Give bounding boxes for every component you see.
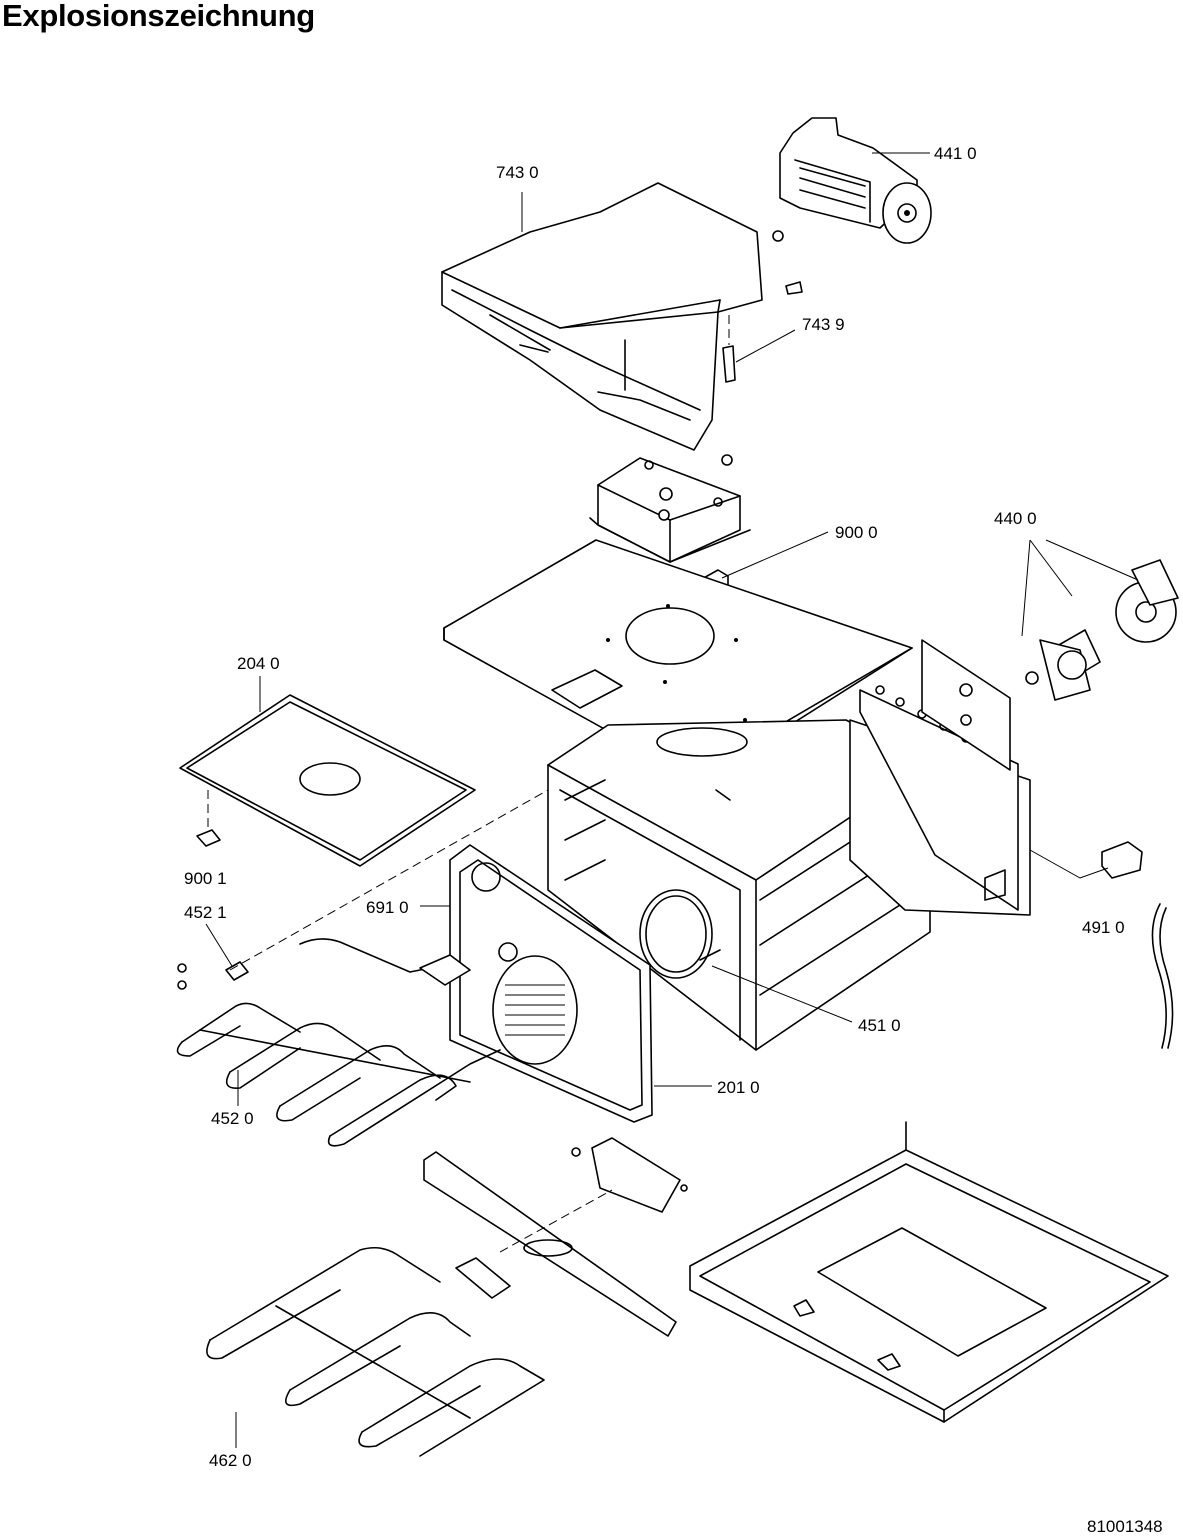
label-452-1: 452 1 (184, 903, 227, 922)
air-duct-cover-icon (441, 182, 763, 451)
motor-housing-box-icon (589, 454, 751, 563)
label-451-0: 451 0 (858, 1016, 901, 1035)
mounting-bracket-icon (571, 1137, 688, 1213)
label-204-0: 204 0 (237, 654, 280, 673)
oven-floor-plate-icon (179, 694, 476, 867)
terminal-block-cable-icon (1101, 841, 1174, 1049)
clip-icon (177, 961, 249, 990)
screw-icon (722, 230, 803, 383)
bottom-heating-element-icon (206, 1246, 545, 1457)
label-462-0: 462 0 (209, 1451, 252, 1470)
convection-fan-motor-icon (1025, 559, 1179, 701)
rear-panel-icon (849, 685, 1031, 916)
fan-bracket-icon (921, 639, 1011, 771)
label-440-0: 440 0 (994, 509, 1037, 528)
grill-heating-element-icon (176, 938, 501, 1147)
label-691-0: 691 0 (366, 898, 409, 917)
bottom-tray-icon (689, 1121, 1169, 1423)
label-201-0: 201 0 (717, 1078, 760, 1097)
label-441-0: 441 0 (934, 144, 977, 163)
label-900-0: 900 0 (835, 523, 878, 542)
bottom-rail-icon (423, 1151, 677, 1337)
back-panel-icon (449, 844, 653, 1123)
label-900-1: 900 1 (184, 869, 227, 888)
label-743-0: 743 0 (496, 163, 539, 182)
document-number: 81001348 (1087, 1517, 1163, 1536)
label-491-0: 491 0 (1082, 918, 1125, 937)
label-452-0: 452 0 (211, 1109, 254, 1128)
tangential-fan-icon (779, 117, 932, 244)
clip-icon (196, 829, 221, 847)
label-743-9: 743 9 (802, 315, 845, 334)
ring-heating-element-icon (639, 889, 721, 979)
page-title: Explosionszeichnung (2, 0, 315, 33)
